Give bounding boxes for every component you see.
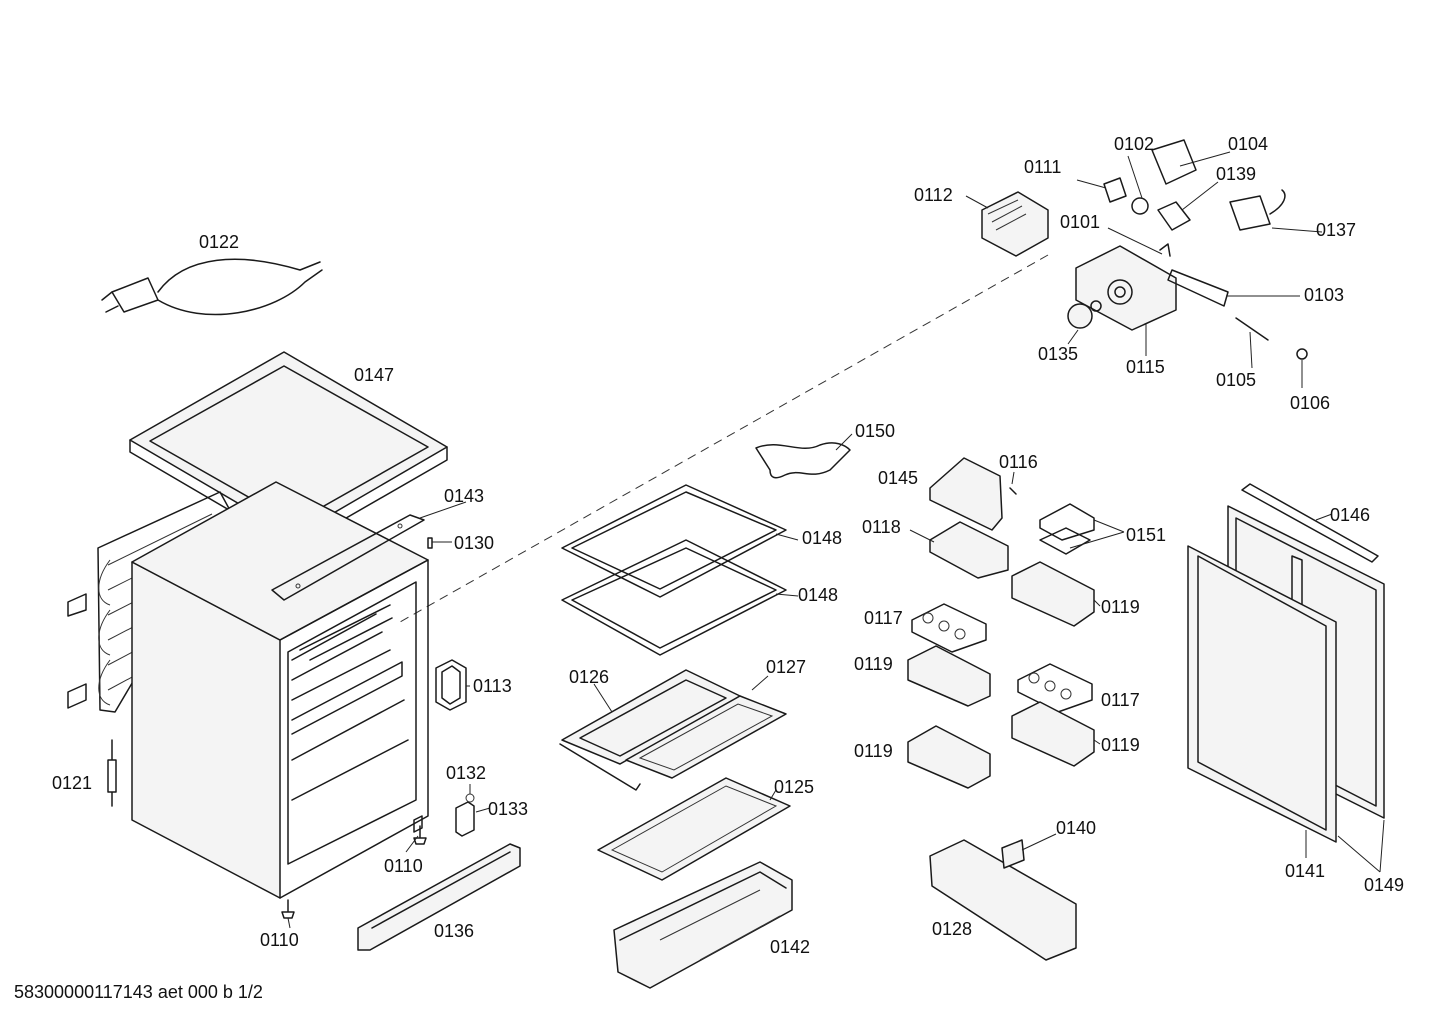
- drier-part: [107, 739, 117, 807]
- label-0136: 0136: [434, 921, 474, 941]
- shelves-part: [559, 442, 851, 989]
- plinth-part: [357, 843, 521, 951]
- screw-part: [427, 537, 433, 549]
- label-0133: 0133: [488, 799, 528, 819]
- label-0116: 0116: [999, 452, 1038, 472]
- label-0132: 0132: [446, 763, 486, 783]
- label-0145: 0145: [878, 468, 918, 488]
- label-0106: 0106: [1290, 393, 1330, 413]
- label-0103: 0103: [1304, 285, 1344, 305]
- label-0150: 0150: [855, 421, 895, 441]
- label-0122: 0122: [199, 232, 239, 252]
- label-0118: 0118: [862, 517, 901, 537]
- label-0142: 0142: [770, 937, 810, 957]
- label-0130: 0130: [454, 533, 494, 553]
- power-cord-part: [101, 258, 323, 316]
- label-0110-upper: 0110: [384, 856, 423, 876]
- label-0110-lower: 0110: [260, 930, 299, 950]
- label-0119-left-upper: 0119: [854, 654, 893, 674]
- label-0135: 0135: [1038, 344, 1078, 364]
- label-0139: 0139: [1216, 164, 1256, 184]
- door-bins-part: [907, 457, 1095, 961]
- label-0101: 0101: [1060, 212, 1100, 232]
- label-0117-right: 0117: [1101, 690, 1140, 710]
- label-0115: 0115: [1126, 357, 1165, 377]
- door-part: [1187, 483, 1385, 843]
- cover-plate-part: [435, 659, 467, 711]
- label-0147: 0147: [354, 365, 394, 385]
- label-0126: 0126: [569, 667, 609, 687]
- label-0119-right-lower: 0119: [1101, 735, 1140, 755]
- leader-lines: [287, 151, 1385, 929]
- label-0117-left: 0117: [864, 608, 903, 628]
- label-0119-left-lower: 0119: [854, 741, 893, 761]
- hinge-screw-part: [413, 815, 423, 833]
- label-0104: 0104: [1228, 134, 1268, 154]
- label-0128: 0128: [932, 919, 972, 939]
- label-0146: 0146: [1330, 505, 1370, 525]
- cabinet-part: [67, 481, 429, 919]
- label-0148-lower: 0148: [798, 585, 838, 605]
- label-0119-right-upper: 0119: [1101, 597, 1140, 617]
- label-0111: 0111: [1024, 157, 1061, 177]
- hinge-part: [455, 801, 475, 837]
- assembly-dashed-line: [399, 254, 1049, 623]
- label-0102: 0102: [1114, 134, 1154, 154]
- label-0125: 0125: [774, 777, 814, 797]
- document-footer-id: 58300000117143 aet 000 b 1/2: [14, 982, 263, 1002]
- label-0113: 0113: [473, 676, 512, 696]
- label-0121: 0121: [52, 773, 92, 793]
- label-0151: 0151: [1126, 525, 1166, 545]
- label-0148-upper: 0148: [802, 528, 842, 548]
- label-0127: 0127: [766, 657, 806, 677]
- label-0137: 0137: [1316, 220, 1356, 240]
- label-0112: 0112: [914, 185, 953, 205]
- label-0143: 0143: [444, 486, 484, 506]
- thermostat-group-part: [981, 139, 1308, 360]
- label-0141: 0141: [1285, 861, 1325, 881]
- label-0105: 0105: [1216, 370, 1256, 390]
- label-0140: 0140: [1056, 818, 1096, 838]
- label-0149: 0149: [1364, 875, 1404, 895]
